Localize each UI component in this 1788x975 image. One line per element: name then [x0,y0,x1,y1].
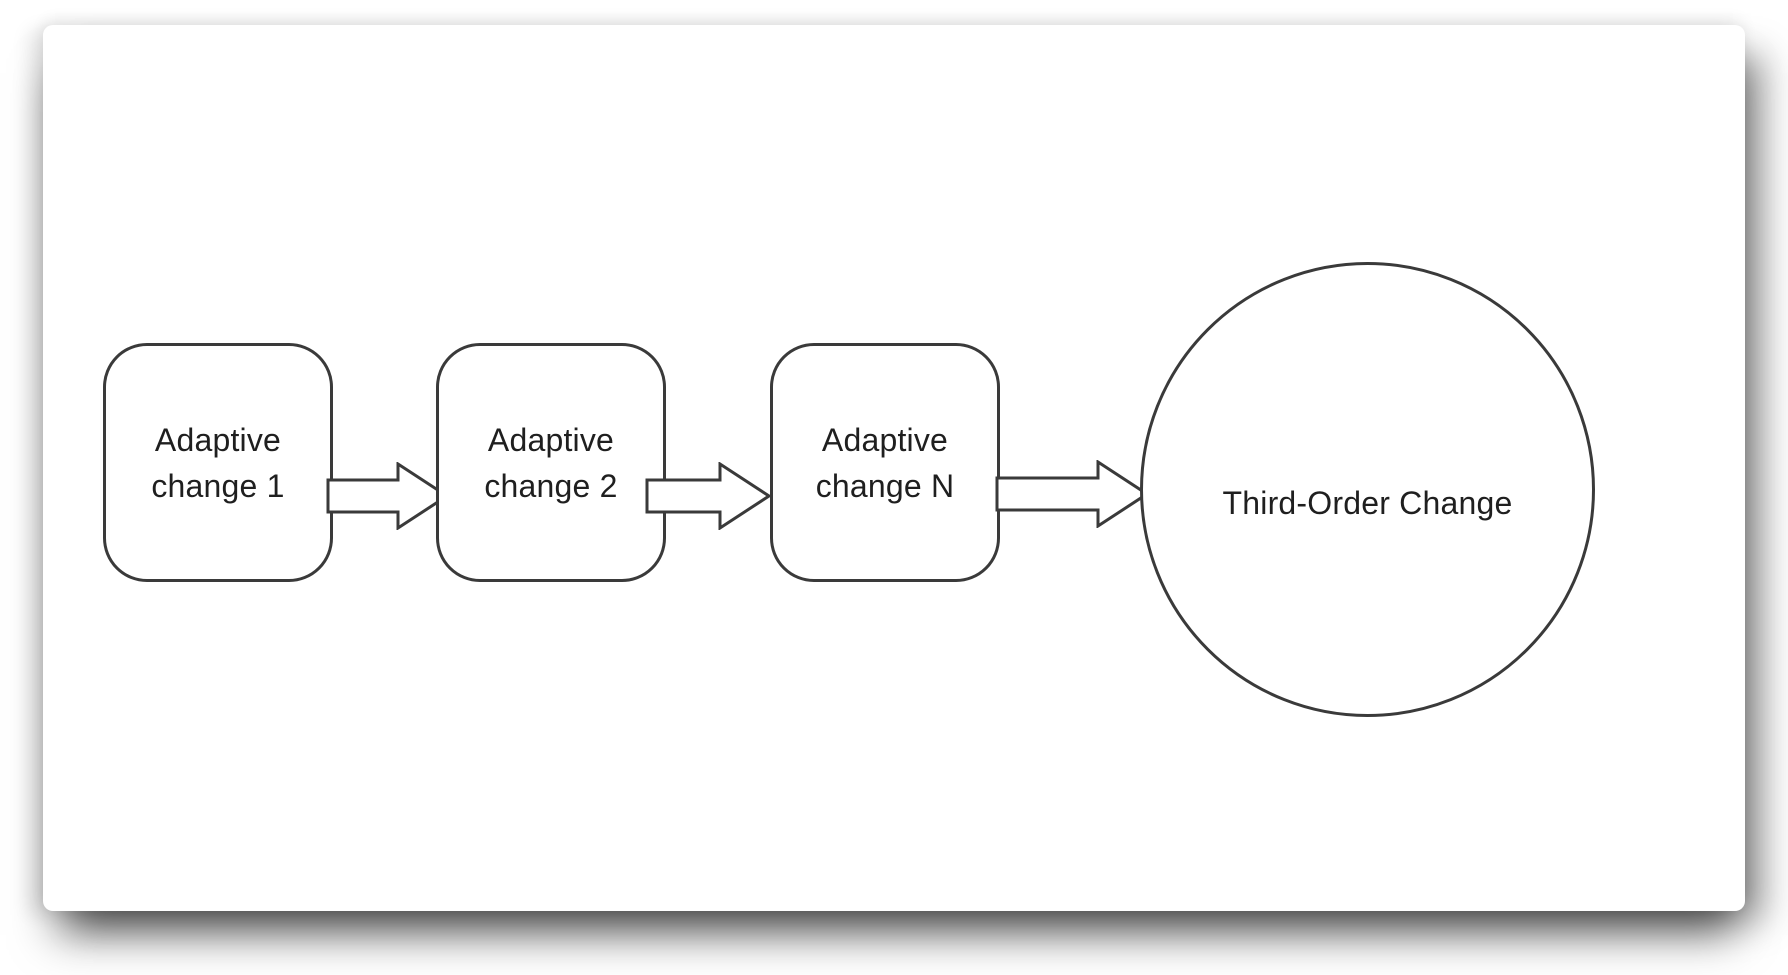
node-third-order-change-label: Third-Order Change [1222,485,1513,521]
node-adaptive-change-2-label: Adaptive change 2 [484,417,617,509]
node-adaptive-change-2: Adaptive change 2 [436,343,666,582]
node-label-line: change N [815,467,955,504]
node-label-line: change 1 [151,467,285,504]
node-adaptive-change-1-label: Adaptive change 1 [151,417,284,509]
node-adaptive-change-n-label: Adaptive change N [816,417,955,509]
flow-arrow-shape [995,460,1150,528]
flow-arrow-shape [645,462,772,530]
node-label-line: Adaptive [487,421,615,458]
node-third-order-change: Third-Order Change [1140,262,1595,717]
node-label-line: Adaptive [154,421,282,458]
node-label-line: change 2 [484,467,618,504]
node-label-line: Adaptive [821,421,949,458]
flow-arrow-icon [326,462,450,530]
node-adaptive-change-n: Adaptive change N [770,343,1000,582]
flow-arrow-icon [645,462,772,530]
node-adaptive-change-1: Adaptive change 1 [103,343,333,582]
flow-arrow-icon [995,460,1150,528]
flow-arrow-shape [326,462,450,530]
